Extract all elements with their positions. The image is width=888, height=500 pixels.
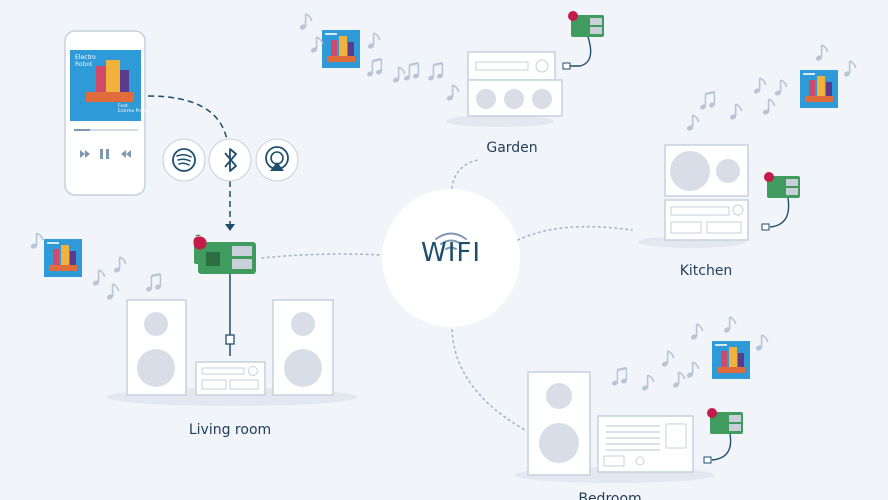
- next-icon: [121, 150, 131, 158]
- phone-album-subtitle: Robot: [75, 61, 93, 68]
- room-label-garden: Garden: [486, 140, 538, 156]
- room-label-living-room: Living room: [188, 422, 272, 438]
- previous-icon: [80, 150, 90, 158]
- phone: [64, 30, 146, 196]
- raspberry-pi-icon: [568, 11, 578, 21]
- wifi-label: WIFI: [421, 238, 481, 268]
- room-label-kitchen: Kitchen: [679, 263, 733, 279]
- phone-album-text: Electro Robot: [75, 54, 96, 68]
- pause-icon: [100, 149, 109, 159]
- bedroom-system: [515, 371, 743, 483]
- wifi-icon: [435, 232, 467, 250]
- phone-feat-text: Feat. Extrmo Proton: [118, 104, 150, 114]
- raspberry-pi-icon: [707, 408, 717, 418]
- album-icon-living: [44, 239, 82, 277]
- kitchen-system: [638, 144, 800, 248]
- phone-album-title: Electro: [75, 54, 96, 61]
- spotify-icon: [162, 138, 206, 182]
- album-icon-bedroom: [712, 341, 750, 379]
- album-icon-garden: [322, 30, 360, 68]
- wifi-links: [261, 159, 633, 431]
- album-icon-kitchen: [800, 70, 838, 108]
- bluetooth-link: [147, 95, 228, 141]
- room-label-bedroom: Bedroom: [578, 491, 642, 500]
- airplay-icon: [255, 138, 299, 182]
- garden-system: [446, 11, 604, 127]
- wifi-hub: [382, 189, 520, 327]
- phone-feat-line1: Feat.: [118, 104, 130, 109]
- phone-feat-line2: Extrmo Proton: [118, 109, 151, 114]
- living-room-system: [107, 234, 357, 406]
- bluetooth-icon: [208, 138, 252, 182]
- raspberry-pi-icon: [764, 172, 774, 182]
